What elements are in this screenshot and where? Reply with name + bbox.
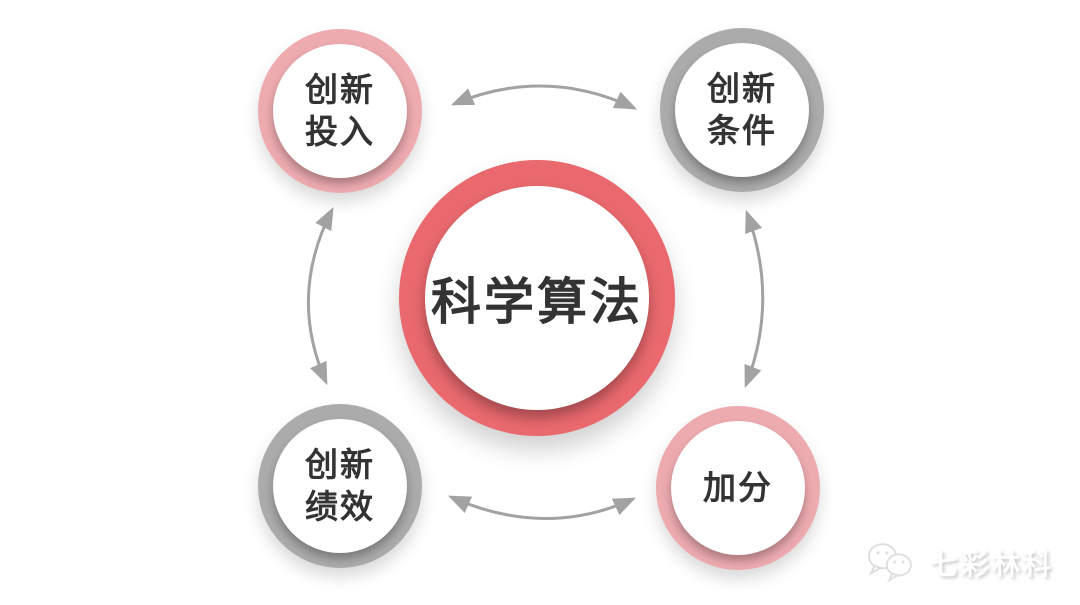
node-label-line: 投入 bbox=[305, 113, 375, 150]
node-label-line: 条件 bbox=[707, 112, 777, 149]
wechat-bubbles-icon bbox=[867, 543, 912, 583]
node-label-line: 创新 bbox=[305, 70, 375, 108]
node-inner-disc: 创新 绩效 bbox=[273, 419, 407, 553]
node-innovation-conditions: 创新 条件 bbox=[660, 28, 824, 192]
node-label-line: 创新 bbox=[305, 445, 375, 483]
arrow-bottom bbox=[447, 495, 637, 520]
center-node-label: 科学算法 bbox=[431, 274, 643, 330]
node-innovation-input: 创新 投入 bbox=[258, 29, 422, 193]
node-inner-disc: 创新 条件 bbox=[675, 43, 809, 177]
node-innovation-performance: 创新 绩效 bbox=[258, 404, 422, 568]
node-label-line: 加分 bbox=[703, 468, 773, 506]
node-bonus-points: 加分 bbox=[656, 406, 820, 570]
node-label-line: 创新 bbox=[707, 69, 777, 107]
watermark: 七彩林科 bbox=[866, 541, 1054, 585]
watermark-text: 七彩林科 bbox=[929, 549, 1054, 580]
node-label-line: 绩效 bbox=[305, 488, 375, 525]
node-inner-disc: 创新 投入 bbox=[273, 44, 407, 178]
node-label: 加分 bbox=[703, 467, 773, 509]
arrow-right bbox=[744, 209, 765, 389]
node-inner-disc: 加分 bbox=[671, 421, 805, 555]
node-label: 创新 绩效 bbox=[305, 444, 375, 528]
node-science-algorithm: 科学算法 bbox=[399, 160, 675, 436]
node-label: 创新 条件 bbox=[707, 68, 777, 152]
arrow-left bbox=[306, 206, 334, 386]
arrow-top bbox=[450, 84, 638, 110]
node-label: 创新 投入 bbox=[305, 69, 375, 153]
node-inner-disc: 科学算法 bbox=[425, 186, 649, 410]
